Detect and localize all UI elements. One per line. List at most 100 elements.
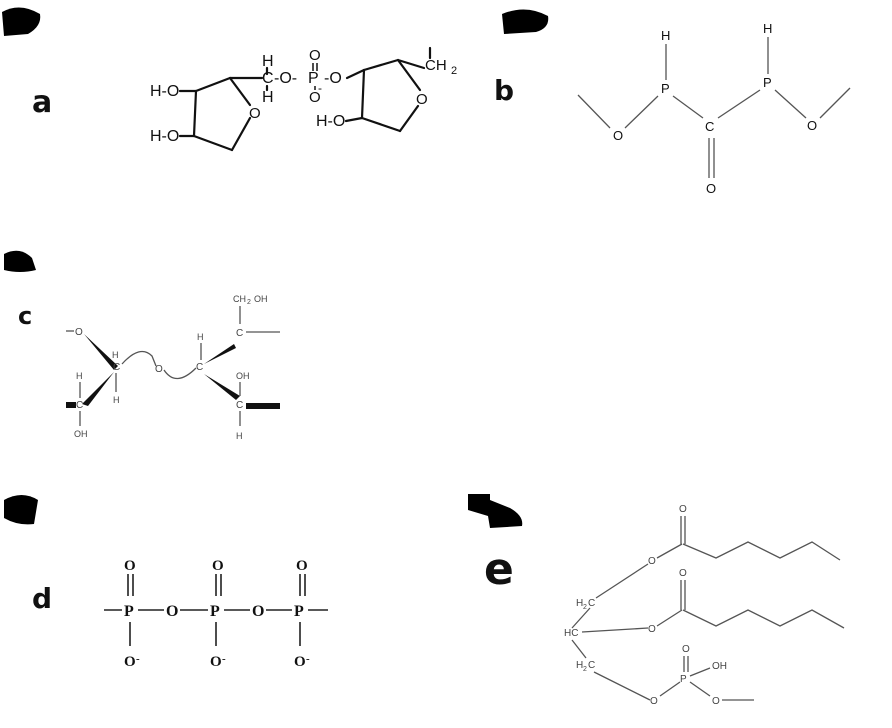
panel-label-e: e	[484, 544, 514, 595]
bond	[717, 89, 761, 119]
atom-h2c-top-c: C	[588, 598, 595, 609]
atom-o-carbonyl1: O	[679, 504, 687, 515]
atom-o-left: O	[75, 327, 83, 338]
redaction-mark	[4, 250, 36, 272]
bond	[344, 116, 364, 123]
bond	[656, 543, 683, 559]
atom-o-bridge1: O	[166, 603, 178, 620]
atom-h-left-up: H	[112, 350, 119, 360]
bond	[362, 58, 400, 72]
bond	[398, 104, 420, 133]
redaction-mark	[502, 9, 549, 34]
fatty-acid-chain	[682, 541, 841, 561]
bond	[819, 87, 851, 119]
atom-h2c-top: H	[576, 598, 583, 609]
bold-bond	[246, 403, 280, 409]
atom-minus: -	[306, 653, 310, 665]
atom-o-right: O	[807, 118, 817, 133]
bold-bond	[66, 402, 76, 408]
atom-h2c-bot: H	[576, 660, 583, 671]
atom-o-minus2: O	[210, 654, 222, 670]
fatty-acid-chain	[682, 609, 845, 629]
bond	[577, 94, 611, 129]
panel-d-svg: d O O O P O P O P O - O - O -	[4, 495, 328, 670]
bond	[689, 681, 711, 697]
atom-c-right: C	[196, 362, 203, 373]
atom-o-top2: O	[212, 558, 224, 574]
panel-b-svg: b H P H P O C O O	[494, 9, 851, 196]
atom-h-right-up: H	[197, 332, 204, 342]
bond	[121, 350, 157, 367]
atom-p1: P	[124, 603, 134, 620]
atom-minus: -	[222, 653, 226, 665]
panel-label-b: b	[494, 74, 514, 107]
atom-p: P	[308, 70, 319, 87]
bond	[595, 563, 649, 599]
atom-o-ester2: O	[648, 624, 656, 635]
redaction-mark	[4, 495, 38, 525]
wedge-bond	[82, 372, 114, 406]
bond	[360, 68, 366, 120]
atom-o-double: O	[706, 181, 716, 196]
bond	[396, 58, 422, 92]
atom-h-upper: H	[262, 53, 274, 70]
atom-o-minus3: O	[294, 654, 306, 670]
bond	[593, 671, 651, 701]
atom-h-far-left: H	[76, 371, 83, 381]
atom-h1: H	[661, 28, 670, 43]
atom-o-minus1: O	[124, 654, 136, 670]
bond	[571, 607, 591, 629]
panel-e: e H 2 C HC H 2 C O O O O O P O	[460, 480, 892, 728]
bond	[774, 89, 807, 119]
atom-o-top3: O	[296, 558, 308, 574]
panel-b: b H P H P O C O O	[470, 0, 892, 210]
redaction-mark	[468, 494, 523, 528]
redaction-mark	[2, 7, 41, 36]
atom-oh-right: OH	[236, 371, 250, 381]
atom-o-ester1: O	[648, 556, 656, 567]
panel-a: a H-O H-O O H C H -O- O P O - -O O	[0, 0, 470, 200]
bond	[192, 134, 234, 152]
atom-o-minus: O	[309, 89, 321, 106]
bond	[360, 116, 402, 133]
atom-h-right: H-O	[316, 113, 345, 130]
bond	[192, 89, 198, 138]
bond	[396, 58, 426, 70]
wedge-bond	[84, 334, 118, 370]
bond	[194, 76, 232, 93]
bond	[230, 116, 252, 152]
atom-minus: -	[318, 81, 322, 95]
bond	[345, 68, 366, 80]
wedge-bond	[204, 344, 236, 364]
atom-o-link1: -O-	[274, 70, 297, 87]
atom-ring-o2: O	[416, 91, 428, 108]
atom-oh-far-left: OH	[74, 429, 88, 439]
atom-p: P	[680, 674, 687, 685]
atom-ch2oh-tail: OH	[254, 294, 268, 304]
atom-o-left: O	[613, 128, 623, 143]
atom-p1: P	[661, 81, 670, 96]
atom-o-bridge2: O	[252, 603, 264, 620]
atom-ho-bottom: H-O	[150, 128, 179, 145]
atom-h-lower: H	[262, 89, 274, 106]
atom-p2: P	[763, 75, 772, 90]
atom-o-p-top: O	[682, 644, 690, 655]
atom-ch2: CH	[425, 57, 447, 74]
atom-c: C	[705, 119, 714, 134]
panel-c: c O C H H C H OH O C H C CH 2 OH OH C	[0, 240, 320, 455]
atom-o-carbonyl2: O	[679, 568, 687, 579]
atom-oh: OH	[712, 661, 727, 672]
panel-d: d O O O P O P O P O - O - O -	[0, 490, 380, 690]
atom-h2: H	[763, 21, 772, 36]
atom-ring-o1: O	[249, 105, 261, 122]
atom-ch2-sub: 2	[451, 65, 457, 77]
atom-o-phos: O	[650, 696, 658, 707]
atom-hc: HC	[564, 628, 578, 639]
atom-o-link2: -O	[324, 70, 342, 87]
bond	[624, 95, 659, 129]
atom-c-left: C	[113, 362, 120, 373]
bond	[656, 609, 683, 627]
panel-c-svg: c O C H H C H OH O C H C CH 2 OH OH C	[4, 250, 280, 441]
atom-c-bridge: C	[262, 70, 274, 87]
bond	[659, 681, 681, 697]
